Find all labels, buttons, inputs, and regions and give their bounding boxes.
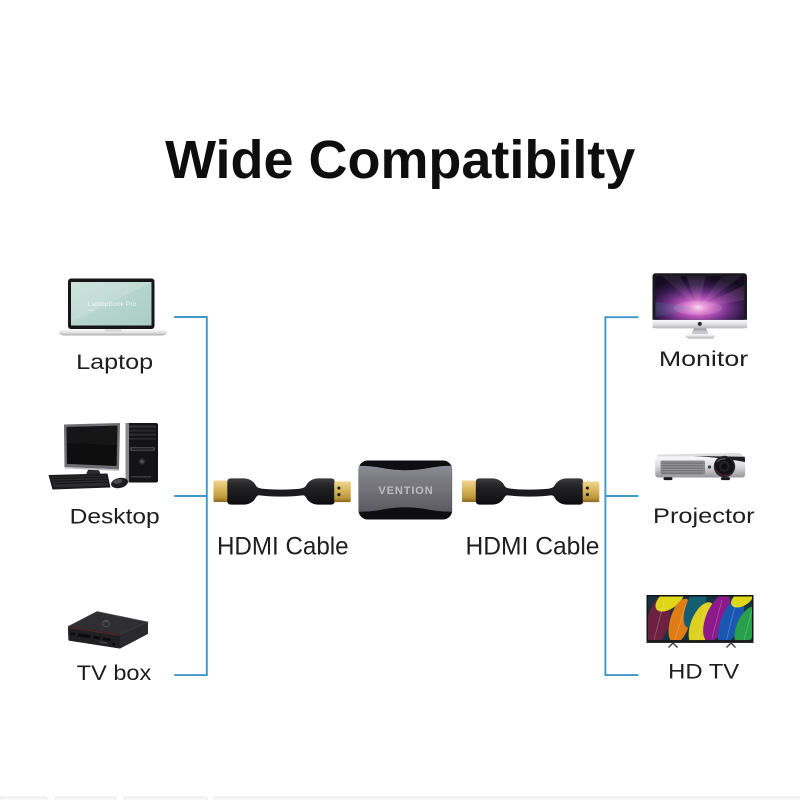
svg-text:Laptop: Laptop: [76, 351, 153, 374]
svg-text:Wide Compatibilty: Wide Compatibilty: [165, 131, 635, 190]
svg-text:HDMI Cable: HDMI Cable: [466, 532, 600, 560]
svg-text:Monitor: Monitor: [659, 348, 748, 371]
svg-text:Projector: Projector: [653, 505, 755, 528]
svg-text:TV box: TV box: [77, 662, 152, 685]
svg-text:LaptopBook Pro: LaptopBook Pro: [88, 301, 137, 308]
svg-text:VENTION: VENTION: [378, 485, 433, 497]
svg-text:HD TV: HD TV: [668, 661, 739, 684]
svg-text:Desktop: Desktop: [70, 506, 160, 529]
svg-text:HDMI Cable: HDMI Cable: [217, 532, 349, 560]
